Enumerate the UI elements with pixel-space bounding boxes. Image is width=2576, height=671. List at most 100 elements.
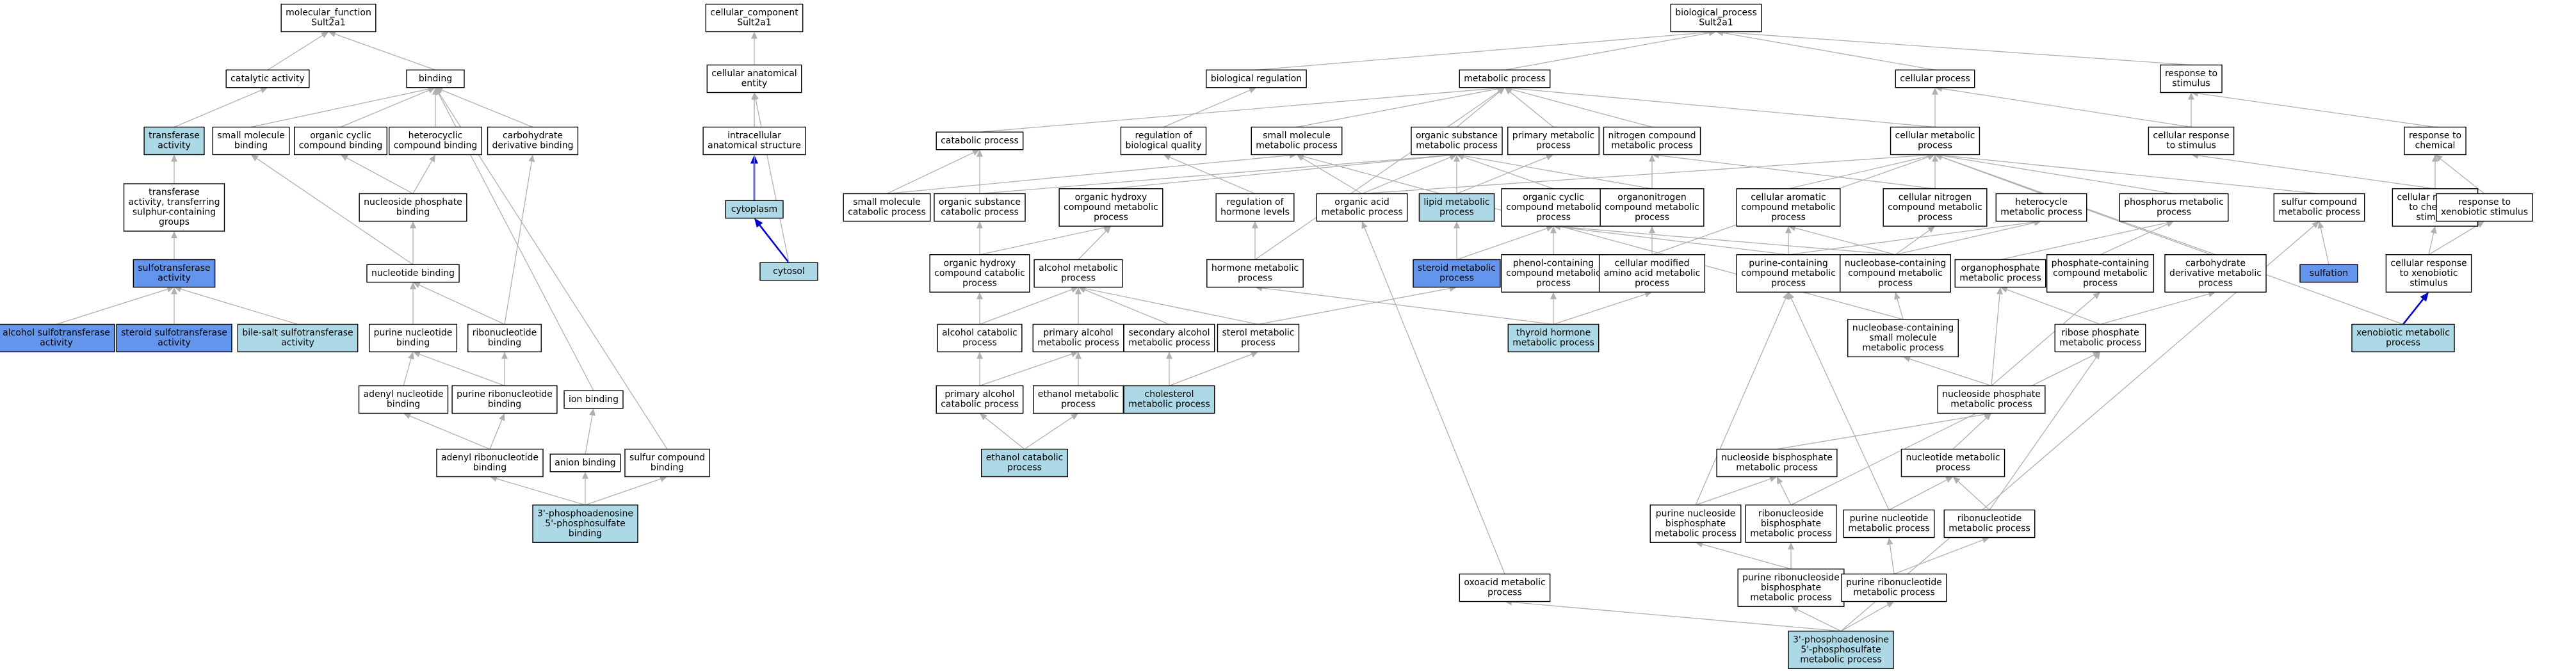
go-term-label: organophosphate bbox=[1961, 263, 2039, 273]
arrowhead bbox=[166, 286, 174, 293]
go-term-label: anion binding bbox=[555, 458, 615, 468]
go-term-box bbox=[1883, 188, 1988, 227]
go-term-box bbox=[293, 126, 388, 156]
go-term-label: amino acid metabolic bbox=[1604, 268, 1701, 279]
is-a-edge bbox=[979, 227, 1105, 255]
go-term-label: derivative metabolic bbox=[2169, 268, 2262, 279]
go-term-label: binding bbox=[396, 338, 430, 348]
go-term-label: to stimulus bbox=[2166, 141, 2216, 151]
go-term-box bbox=[1895, 69, 1975, 88]
arrowhead bbox=[2093, 352, 2100, 360]
go-term-label: cytoplasm bbox=[731, 204, 777, 214]
go-term-label: secondary alcohol bbox=[1128, 328, 1210, 338]
arrowhead bbox=[1644, 291, 1652, 298]
go-term-label: cellular response bbox=[2390, 258, 2467, 268]
go-term-label: process bbox=[1061, 273, 1096, 284]
arrowhead bbox=[2476, 221, 2484, 228]
is-a-edge bbox=[2428, 232, 2434, 255]
go-term-node-bioreg: biological regulation bbox=[1206, 69, 1307, 88]
go-term-node-nucbind: nucleotide binding bbox=[366, 264, 460, 283]
is-a-edge bbox=[1361, 154, 1929, 195]
go-term-label: thyroid hormone bbox=[1516, 328, 1591, 338]
arrowhead bbox=[1783, 292, 1789, 300]
go-term-label: binding bbox=[396, 207, 430, 218]
go-term-node-cytosol: cytosol bbox=[759, 262, 818, 281]
is-a-edge bbox=[1779, 483, 1792, 506]
go-term-box bbox=[1943, 509, 2036, 538]
go-term-label: catalytic activity bbox=[231, 74, 305, 84]
arrowhead bbox=[410, 221, 416, 229]
go-term-label: organonitrogen bbox=[1617, 192, 1687, 202]
go-term-box bbox=[1900, 448, 2005, 478]
arrowhead bbox=[1932, 154, 1938, 162]
go-term-label: alcohol metabolic bbox=[1039, 263, 1118, 273]
go-term-box bbox=[702, 126, 806, 156]
go-term-node-anionbind: anion binding bbox=[549, 453, 621, 473]
go-term-label: process bbox=[1536, 212, 1571, 222]
arrowhead bbox=[2312, 221, 2319, 229]
is-a-edge bbox=[256, 158, 414, 265]
arrowhead bbox=[1785, 226, 1792, 234]
is-a-edge bbox=[1695, 478, 1770, 506]
arrowhead bbox=[1791, 606, 1799, 613]
go-term-label: ethanol metabolic bbox=[1038, 389, 1119, 400]
go-term-box bbox=[436, 448, 544, 478]
go-term-label: metabolic process bbox=[1800, 654, 1882, 665]
is-a-edge bbox=[1463, 155, 1653, 190]
go-term-box bbox=[451, 385, 558, 414]
go-term-label: organic acid bbox=[1334, 197, 1389, 207]
is-a-edge bbox=[886, 154, 1290, 195]
go-term-box bbox=[368, 323, 458, 353]
go-term-label: biological_process bbox=[1675, 8, 1757, 18]
go-term-label: process bbox=[1439, 207, 1474, 218]
go-term-box bbox=[1206, 69, 1307, 88]
go-term-label: organic substance bbox=[939, 197, 1021, 207]
arrowhead bbox=[1886, 537, 1893, 546]
arrowhead bbox=[1769, 476, 1777, 482]
arrowhead bbox=[408, 352, 414, 360]
arrowhead bbox=[2317, 221, 2324, 229]
go-term-label: metabolic process bbox=[1611, 141, 1693, 151]
is-a-edge bbox=[2007, 289, 2101, 325]
go-term-box bbox=[143, 126, 205, 156]
arrowhead bbox=[1250, 351, 1258, 358]
is-a-edge bbox=[1957, 481, 1990, 510]
go-term-label: metabolic process bbox=[1950, 400, 2032, 410]
arrowhead bbox=[1953, 476, 1961, 484]
go-term-box bbox=[1598, 254, 1706, 293]
go-term-node-purribnucbis: purine ribonucleosidebisphosphatemetabol… bbox=[1737, 569, 1845, 607]
go-term-label: ribose phosphate bbox=[2061, 328, 2139, 338]
arrowhead bbox=[1454, 154, 1460, 162]
go-term-box bbox=[929, 254, 1030, 293]
arrowhead bbox=[980, 413, 987, 421]
arrowhead bbox=[410, 282, 416, 289]
go-term-node-metproc: metabolic process bbox=[1459, 69, 1551, 88]
is-a-edge bbox=[181, 289, 298, 325]
go-term-box bbox=[133, 259, 216, 288]
go-term-label: binding bbox=[569, 528, 602, 538]
go-term-box bbox=[843, 193, 931, 222]
go-term-label: binding bbox=[473, 463, 506, 473]
is-a-edge bbox=[1169, 353, 1252, 387]
go-term-label: molecular_function bbox=[286, 8, 371, 18]
is-a-edge bbox=[1078, 230, 1106, 260]
go-term-label: metabolic process bbox=[1750, 592, 1832, 602]
go-term-label: process bbox=[1061, 400, 1096, 410]
go-term-box bbox=[2273, 193, 2365, 222]
go-term-label: compound metabolic bbox=[1064, 202, 1158, 213]
is-a-edge bbox=[403, 358, 412, 386]
go-term-label: activity bbox=[158, 141, 191, 151]
go-term-label: process bbox=[962, 278, 997, 288]
is-a-edge bbox=[1722, 32, 1936, 70]
is-a-edge bbox=[979, 289, 1072, 325]
